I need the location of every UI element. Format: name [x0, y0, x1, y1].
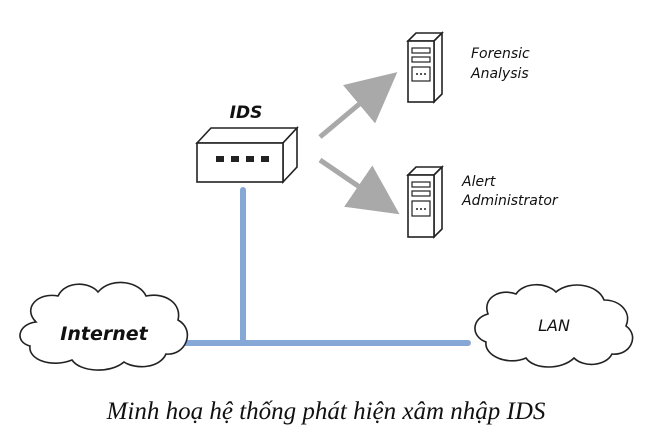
- arrow-to-forensic: [318, 72, 398, 139]
- lan-cloud: [474, 283, 634, 368]
- ids-device: [195, 125, 299, 185]
- arrow-to-alert: [318, 157, 400, 215]
- alert-server-icon: [406, 165, 444, 239]
- alert-label-line1: Alert: [461, 174, 496, 190]
- forensic-label-line2: Analysis: [470, 66, 529, 82]
- internet-label: Internet: [60, 323, 148, 345]
- forensic-server-icon: [406, 31, 444, 104]
- diagram-caption: Minh hoạ hệ thống phát hiện xâm nhập IDS: [106, 398, 546, 425]
- lan-label: LAN: [538, 316, 570, 335]
- forensic-label-line1: Forensic: [471, 46, 530, 62]
- internet-cloud: [19, 281, 189, 371]
- ids-label: IDS: [230, 103, 263, 123]
- alert-label-line2: Administrator: [461, 193, 559, 209]
